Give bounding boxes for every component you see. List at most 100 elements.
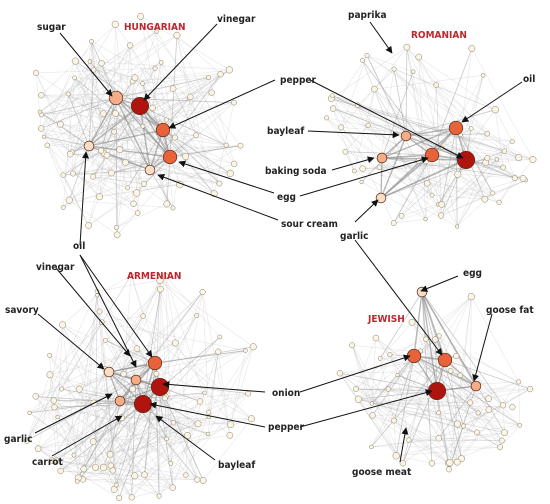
jewish-node xyxy=(399,459,407,467)
armenian-edge xyxy=(49,374,149,404)
jewish-key-edge xyxy=(393,355,415,421)
romanian-node xyxy=(496,199,502,205)
armenian-key-edge xyxy=(53,400,121,402)
hungarian-node xyxy=(140,180,147,187)
armenian-edge xyxy=(170,292,203,464)
key-ingredient-nodes xyxy=(83,90,482,414)
armenian-node xyxy=(170,420,177,426)
jewish-edge xyxy=(457,296,472,425)
armenian-edge xyxy=(62,295,98,326)
romanian-node xyxy=(490,190,496,196)
armenian-key-edge xyxy=(135,379,167,440)
armenian-edge xyxy=(54,393,249,408)
romanian-edge xyxy=(471,48,534,160)
jewish-node xyxy=(406,437,412,443)
romanian-edge xyxy=(379,167,433,196)
armenian-node xyxy=(156,276,164,284)
armenian-edge xyxy=(202,418,252,481)
romanian-key-edge xyxy=(381,157,524,179)
jewish-core-edge xyxy=(413,355,477,387)
armenian-edge xyxy=(208,346,254,413)
jewish-edge xyxy=(438,398,489,414)
armenian-node xyxy=(32,393,39,400)
armenian-edge xyxy=(29,412,113,471)
jewish-edge xyxy=(411,322,479,414)
hungarian-edge xyxy=(93,176,144,185)
jewish-edge xyxy=(438,412,501,448)
armenian-edge xyxy=(185,435,188,476)
armenian-node xyxy=(96,308,103,315)
armenian-edge xyxy=(118,433,209,499)
romanian-key-edge xyxy=(431,48,473,156)
armenian-key-edge xyxy=(92,403,144,442)
jewish-node xyxy=(372,334,380,342)
jewish-edge xyxy=(396,432,505,457)
armenian-key-node xyxy=(150,377,170,397)
hungarian-edge xyxy=(185,156,215,194)
armenian-node xyxy=(57,467,64,475)
armenian-edge xyxy=(49,321,102,375)
armenian-key-edge xyxy=(54,403,144,408)
hungarian-edge xyxy=(62,77,75,208)
arrow-hungarian-oil xyxy=(79,151,90,246)
romanian-edge xyxy=(459,75,484,162)
armenian-node xyxy=(168,461,174,466)
jewish-node xyxy=(377,356,383,361)
romanian-key-edge xyxy=(440,159,467,216)
romanian-edge xyxy=(367,125,419,162)
hungarian-node xyxy=(41,134,47,139)
hungarian-edge xyxy=(176,35,215,194)
armenian-node xyxy=(120,370,127,378)
jewish-edge xyxy=(371,354,391,404)
armenian-edge xyxy=(95,295,98,468)
jewish-edge xyxy=(408,439,502,441)
jewish-edge xyxy=(402,439,410,464)
armenian-edge xyxy=(185,412,210,476)
hungarian-edge xyxy=(113,77,209,132)
armenian-node xyxy=(51,404,58,411)
armenian-key-edge xyxy=(77,403,144,482)
armenian-node xyxy=(106,451,114,458)
romanian-key-node xyxy=(424,147,440,163)
romanian-edge xyxy=(436,84,519,158)
hungarian-edge xyxy=(41,128,231,174)
jewish-edge xyxy=(408,439,449,464)
hungarian-edge xyxy=(67,93,181,185)
romanian-node xyxy=(411,69,416,74)
armenian-key-edge xyxy=(108,371,198,480)
hungarian-key-edge xyxy=(169,35,178,158)
hungarian-key-edge xyxy=(169,145,241,158)
label-savory: savory xyxy=(5,305,39,316)
arrow-goose-fat xyxy=(472,313,493,382)
hungarian-key-edge xyxy=(67,93,90,147)
romanian-edge xyxy=(438,178,524,205)
romanian-edge xyxy=(361,181,426,220)
armenian-edge xyxy=(57,324,63,418)
hungarian-network xyxy=(33,13,244,239)
romanian-edge xyxy=(457,174,500,203)
jewish-edge xyxy=(393,420,397,456)
hungarian-edge xyxy=(91,41,108,156)
romanian-edge xyxy=(326,117,363,169)
jewish-node xyxy=(428,460,436,467)
jewish-node xyxy=(436,410,442,416)
romanian-edge xyxy=(332,108,427,162)
hungarian-edge xyxy=(99,184,180,197)
arrow-armenian-bayleaf xyxy=(155,415,216,461)
hungarian-key-edge xyxy=(69,105,141,155)
jewish-edge xyxy=(339,373,397,456)
jewish-key-edge xyxy=(355,388,438,392)
romanian-key-edge xyxy=(366,55,407,137)
hungarian-core-edge xyxy=(88,145,171,158)
armenian-node xyxy=(199,477,207,484)
hungarian-edge xyxy=(93,176,128,189)
armenian-key-edge xyxy=(159,386,204,481)
romanian-edge xyxy=(331,98,505,152)
armenian-edge xyxy=(77,280,161,478)
armenian-node xyxy=(156,493,162,499)
armenian-edge xyxy=(73,295,98,456)
romanian-edge xyxy=(441,75,484,205)
hungarian-edge xyxy=(142,77,209,84)
hungarian-edge xyxy=(140,16,162,63)
armenian-edge xyxy=(79,342,176,390)
